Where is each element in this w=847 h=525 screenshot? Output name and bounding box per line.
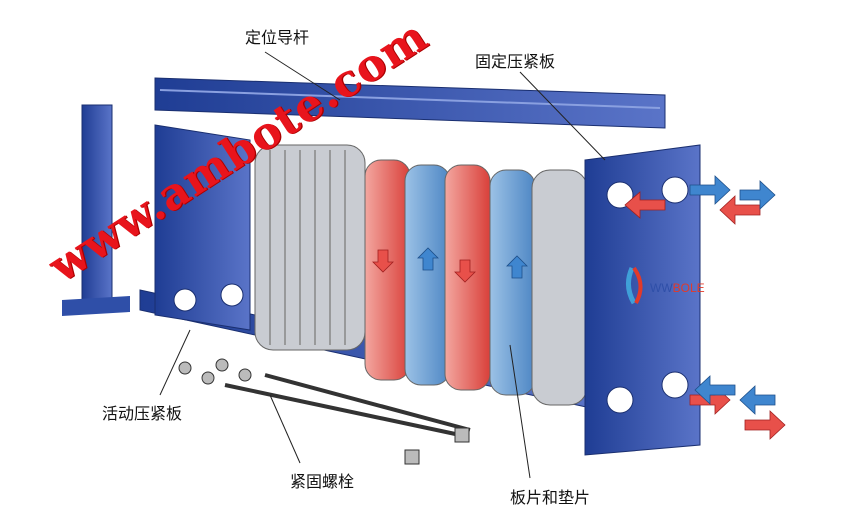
movable-plate-port <box>220 283 244 307</box>
hot-flow-arrow-icon <box>372 249 394 273</box>
nuts-and-bolt-heads <box>178 358 470 465</box>
fixed-plate-port <box>606 181 634 209</box>
logo-wordmark: WWBOLE <box>650 281 705 295</box>
label-movable-plate: 活动压紧板 <box>102 404 183 423</box>
plate-edge-lines <box>269 150 346 345</box>
movable-pressure-plate <box>154 124 251 331</box>
brand-logo: WWBOLE <box>626 266 705 305</box>
leader-line-guide-bar <box>264 51 341 101</box>
label-guide-bar: 定位导杆 <box>245 28 310 47</box>
bolt-head <box>404 449 420 465</box>
leader-lines <box>159 51 606 479</box>
leader-line-movable-plate <box>159 329 191 396</box>
leader-line-bolts <box>269 394 301 464</box>
fixed-plate-port <box>661 371 689 399</box>
cold-flow-arrow-icon <box>417 247 439 271</box>
cold-flow-arrow-icon <box>694 375 736 405</box>
tightening-bolts <box>224 373 471 437</box>
cold-flow-arrows <box>417 175 776 415</box>
logo-swoosh-blue <box>626 266 637 305</box>
guide-bar-highlight <box>159 89 661 109</box>
support-column-foot <box>62 296 130 316</box>
bolt-rod <box>264 373 471 432</box>
bolt-head <box>454 427 470 443</box>
end-plate <box>531 169 588 406</box>
plate-pack <box>254 144 588 406</box>
hot-flow-arrow-icon <box>624 191 666 219</box>
label-fixed-plate: 固定压紧板 <box>475 52 556 71</box>
nut <box>178 361 192 375</box>
bolt-rod <box>224 383 461 437</box>
cold-flow-arrow-icon <box>739 385 776 415</box>
movable-plate-port <box>173 288 197 312</box>
cold-flow-arrow-icon <box>739 180 776 210</box>
hot-flow-arrow-icon <box>744 410 786 440</box>
leader-line-plates-gaskets <box>509 344 531 479</box>
cold-flow-arrow-icon <box>506 255 528 279</box>
leader-line-fixed-plate <box>519 71 606 161</box>
cold-flow-arrow-icon <box>689 175 731 205</box>
nut <box>238 368 252 382</box>
label-plates-gaskets: 板片和垫片 <box>510 488 591 507</box>
fixed-plate-port <box>661 176 689 204</box>
guide-bar <box>154 77 666 129</box>
nut <box>201 371 215 385</box>
nut <box>215 358 229 372</box>
logo-swoosh-red <box>632 266 643 304</box>
compressed-plate-stack <box>254 144 366 351</box>
hot-side-plate <box>364 159 411 381</box>
cold-side-plate <box>404 164 451 386</box>
hot-flow-arrow-icon <box>719 195 761 225</box>
fixed-plate-port <box>606 386 634 414</box>
hot-flow-arrow-icon <box>454 259 476 283</box>
label-bolts: 紧固螺栓 <box>290 472 355 491</box>
